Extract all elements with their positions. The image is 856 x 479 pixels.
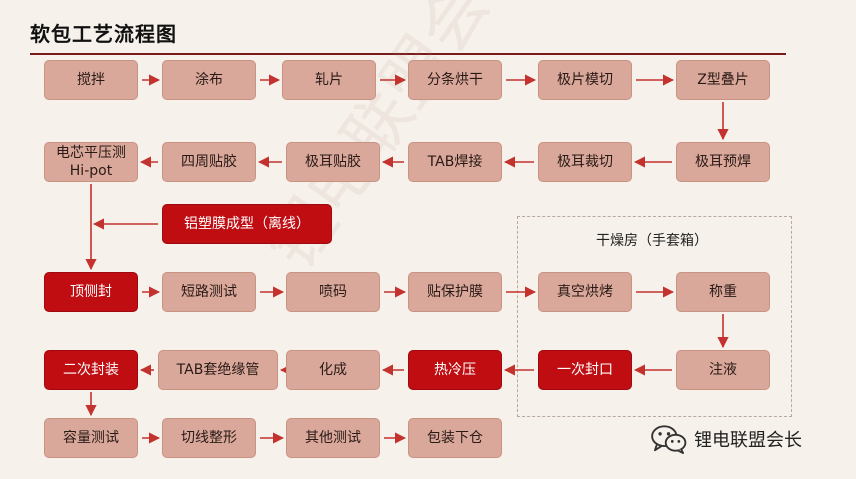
process-step-n15: 短路测试 [162, 272, 256, 312]
process-step-n21: 一次封口 [538, 350, 632, 390]
watermark-badge: 锂电联盟会长 [650, 415, 802, 463]
process-step-n6: Z型叠片 [676, 60, 770, 100]
process-step-n17: 贴保护膜 [408, 272, 502, 312]
process-step-n26: 容量测试 [44, 418, 138, 458]
process-step-n11: 四周贴胶 [162, 142, 256, 182]
dryroom-region [517, 216, 792, 417]
process-step-n13: 铝塑膜成型（离线） [162, 204, 332, 244]
process-step-n3: 轧片 [282, 60, 376, 100]
process-step-n29: 包装下仓 [408, 418, 502, 458]
process-step-n19: 称重 [676, 272, 770, 312]
process-step-n28: 其他测试 [286, 418, 380, 458]
process-step-n5: 极片模切 [538, 60, 632, 100]
title-underline [30, 53, 786, 55]
process-step-n1: 搅拌 [44, 60, 138, 100]
process-step-n27: 切线整形 [162, 418, 256, 458]
process-step-n10: 极耳贴胶 [286, 142, 380, 182]
process-step-n14: 顶侧封 [44, 272, 138, 312]
process-step-n2: 涂布 [162, 60, 256, 100]
process-step-n18: 真空烘烤 [538, 272, 632, 312]
dryroom-label: 干燥房（手套箱） [596, 233, 708, 249]
diagram-title: 软包工艺流程图 [30, 22, 177, 46]
process-step-n20: 注液 [676, 350, 770, 390]
process-step-n12: 电芯平压测 Hi-pot [44, 142, 138, 182]
process-step-n8: 极耳裁切 [538, 142, 632, 182]
process-step-n23: 化成 [286, 350, 380, 390]
process-step-n7: 极耳预焊 [676, 142, 770, 182]
process-step-n24: TAB套绝缘管 [158, 350, 278, 390]
watermark-text: 锂电联盟会长 [694, 430, 802, 451]
wechat-icon [651, 425, 687, 454]
process-step-n9: TAB焊接 [408, 142, 502, 182]
process-step-n22: 热冷压 [408, 350, 502, 390]
process-step-n25: 二次封装 [44, 350, 138, 390]
process-step-n4: 分条烘干 [408, 60, 502, 100]
process-step-n16: 喷码 [286, 272, 380, 312]
